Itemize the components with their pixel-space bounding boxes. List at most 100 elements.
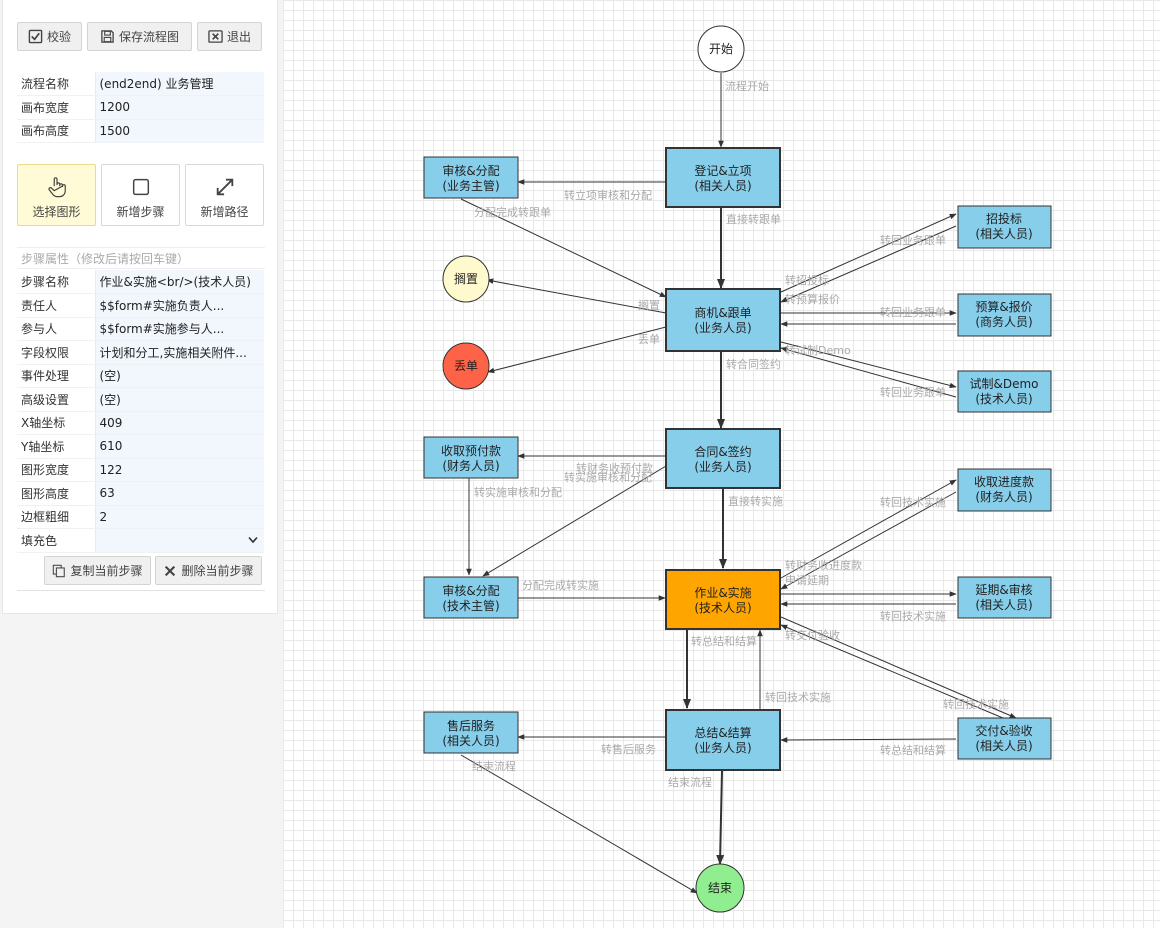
node-trial[interactable]: 试制&Demo (技术人员) bbox=[957, 370, 1052, 413]
shape-width-value[interactable]: 122 bbox=[94, 458, 264, 482]
node-lost[interactable]: 丢单 bbox=[442, 342, 490, 390]
node-start[interactable]: 开始 bbox=[697, 25, 745, 73]
flow-info-table: 流程名称 (end2end) 业务管理 画布宽度 1200 画布高度 1500 bbox=[17, 72, 264, 143]
edge-trial-opportunity[interactable] bbox=[780, 347, 957, 398]
participants-value[interactable]: $$form#实施参与人... bbox=[94, 317, 264, 341]
exit-label: 退出 bbox=[226, 30, 251, 44]
edge-opportunity-lost[interactable] bbox=[487, 326, 667, 374]
step-name-value[interactable]: 作业&实施<br/>(技术人员) bbox=[94, 270, 264, 294]
prop-key: 责任人 bbox=[17, 293, 95, 318]
y-coord-value[interactable]: 610 bbox=[94, 434, 264, 459]
edge-label: 转回技术实施 bbox=[880, 609, 946, 623]
prop-key: 参与人 bbox=[17, 317, 95, 341]
field-permissions-value[interactable]: 计划和分工,实施相关附件... bbox=[94, 340, 264, 365]
prop-row[interactable]: 事件处理(空) bbox=[17, 364, 264, 388]
shape-height-value[interactable]: 63 bbox=[94, 481, 264, 506]
chevron-down-icon bbox=[248, 536, 258, 544]
node-shelve[interactable]: 搁置 bbox=[442, 255, 490, 303]
exit-button[interactable]: 退出 bbox=[197, 22, 262, 51]
edge-bid-opportunity[interactable] bbox=[780, 225, 957, 303]
delete-step-button[interactable]: 删除当前步骤 bbox=[155, 556, 262, 585]
node-review-tech[interactable]: 审核&分配 (技术主管) bbox=[423, 576, 519, 619]
edge-progress-pay-implement[interactable] bbox=[780, 491, 957, 590]
flow-info-row[interactable]: 画布宽度 1200 bbox=[17, 95, 264, 120]
edge-label: 分配完成转实施 bbox=[522, 578, 599, 592]
edge-label: 转立项审核和分配 bbox=[564, 188, 652, 202]
node-opportunity[interactable]: 商机&跟单 (业务人员) bbox=[665, 288, 781, 352]
edge-label: 转试制Demo bbox=[785, 343, 851, 357]
node-opportunity-line2: (业务人员) bbox=[694, 320, 751, 335]
node-delay[interactable]: 延期&审核 (相关人员) bbox=[957, 576, 1052, 619]
node-end[interactable]: 结束 bbox=[695, 863, 745, 913]
x-coord-value[interactable]: 409 bbox=[94, 411, 264, 435]
node-prepay-line1: 收取预付款 bbox=[441, 444, 501, 458]
node-delay-line2: (相关人员) bbox=[975, 598, 1032, 612]
fill-color-select[interactable] bbox=[94, 528, 264, 553]
edge-aftersales-end[interactable] bbox=[460, 754, 698, 894]
node-implement-selected[interactable]: 作业&实施 (技术人员) bbox=[665, 569, 781, 630]
node-implement-line2: (技术人员) bbox=[694, 601, 751, 615]
copy-step-button[interactable]: 复制当前步骤 bbox=[44, 556, 151, 585]
edge-delivery-implement[interactable] bbox=[780, 624, 1004, 719]
prop-row[interactable]: 高级设置(空) bbox=[17, 387, 264, 412]
node-aftersales[interactable]: 售后服务 (相关人员) bbox=[423, 711, 519, 754]
prop-key: 画布宽度 bbox=[17, 95, 95, 120]
node-progress-pay[interactable]: 收取进度款 (财务人员) bbox=[957, 468, 1052, 512]
node-contract-line1: 合同&签约 bbox=[694, 444, 751, 459]
edge-opportunity-shelve[interactable] bbox=[486, 278, 667, 314]
node-contract[interactable]: 合同&签约 (业务人员) bbox=[665, 428, 781, 489]
edge-contract-review-tech[interactable] bbox=[482, 465, 667, 577]
node-summary[interactable]: 总结&结算 (业务人员) bbox=[665, 709, 781, 771]
node-prepay[interactable]: 收取预付款 (财务人员) bbox=[423, 436, 519, 479]
canvas-height-value[interactable]: 1500 bbox=[94, 119, 264, 143]
node-register[interactable]: 登记&立项 (相关人员) bbox=[665, 147, 781, 208]
edge-delivery-summary[interactable] bbox=[780, 737, 957, 743]
border-width-value[interactable]: 2 bbox=[94, 505, 264, 529]
flow-canvas[interactable]: 流程开始 转立项审核和分配 分配完成转跟单 直接转跟单 转招投标 转回业务跟单 … bbox=[283, 0, 1160, 928]
node-trial-line1: 试制&Demo bbox=[969, 376, 1038, 391]
node-review-biz-line1: 审核&分配 bbox=[442, 163, 499, 178]
prop-row[interactable]: 责任人$$form#实施负责人... bbox=[17, 293, 264, 318]
edge-review-biz-opportunity[interactable] bbox=[460, 198, 667, 298]
node-review-biz[interactable]: 审核&分配 (业务主管) bbox=[423, 156, 519, 199]
edge-summary-end[interactable] bbox=[716, 770, 725, 865]
edge-label: 转财务收预付款 bbox=[576, 461, 653, 475]
add-path-tool[interactable]: 新增路径 bbox=[185, 164, 264, 226]
canvas-width-value[interactable]: 1200 bbox=[94, 95, 264, 120]
node-bid[interactable]: 招投标 (相关人员) bbox=[957, 205, 1052, 249]
node-delivery-line2: (相关人员) bbox=[975, 739, 1032, 753]
flow-info-row[interactable]: 画布高度 1500 bbox=[17, 119, 264, 143]
validate-button[interactable]: 校验 bbox=[17, 22, 82, 51]
prop-row[interactable]: 步骤名称作业&实施<br/>(技术人员) bbox=[17, 270, 264, 294]
edge-label: 转回技术实施 bbox=[880, 495, 946, 509]
prop-row[interactable]: 填充色 bbox=[17, 528, 264, 553]
prop-row[interactable]: 字段权限计划和分工,实施相关附件... bbox=[17, 340, 264, 365]
edge-opportunity-trial[interactable] bbox=[780, 341, 957, 389]
select-shape-tool[interactable]: 选择图形 bbox=[17, 164, 96, 226]
add-step-tool[interactable]: 新增步骤 bbox=[101, 164, 180, 226]
edge-implement-progress-pay[interactable] bbox=[780, 479, 957, 579]
save-label: 保存流程图 bbox=[118, 30, 179, 44]
edge-label: 转回业务跟单 bbox=[880, 385, 946, 399]
edge-opportunity-bid[interactable] bbox=[780, 213, 957, 293]
flow-info-row[interactable]: 流程名称 (end2end) 业务管理 bbox=[17, 72, 264, 96]
event-handling-value[interactable]: (空) bbox=[94, 364, 264, 388]
edge-implement-delivery[interactable] bbox=[780, 616, 1017, 719]
prop-row[interactable]: 参与人$$form#实施参与人... bbox=[17, 317, 264, 341]
node-budget[interactable]: 预算&报价 (商务人员) bbox=[957, 293, 1052, 337]
flow-name-value[interactable]: (end2end) 业务管理 bbox=[94, 72, 264, 96]
edge-label: 转回业务跟单 bbox=[880, 233, 946, 247]
node-delivery[interactable]: 交付&验收 (相关人员) bbox=[957, 717, 1052, 760]
owner-value[interactable]: $$form#实施负责人... bbox=[94, 293, 264, 318]
edge-label: 结束流程 bbox=[668, 775, 712, 789]
save-flowchart-button[interactable]: 保存流程图 bbox=[87, 22, 192, 51]
step-properties-table: 步骤名称作业&实施<br/>(技术人员) 责任人$$form#实施负责人... … bbox=[17, 270, 264, 553]
node-end-label: 结束 bbox=[708, 881, 732, 895]
prop-key: 步骤名称 bbox=[17, 270, 95, 294]
advanced-settings-value[interactable]: (空) bbox=[94, 387, 264, 412]
